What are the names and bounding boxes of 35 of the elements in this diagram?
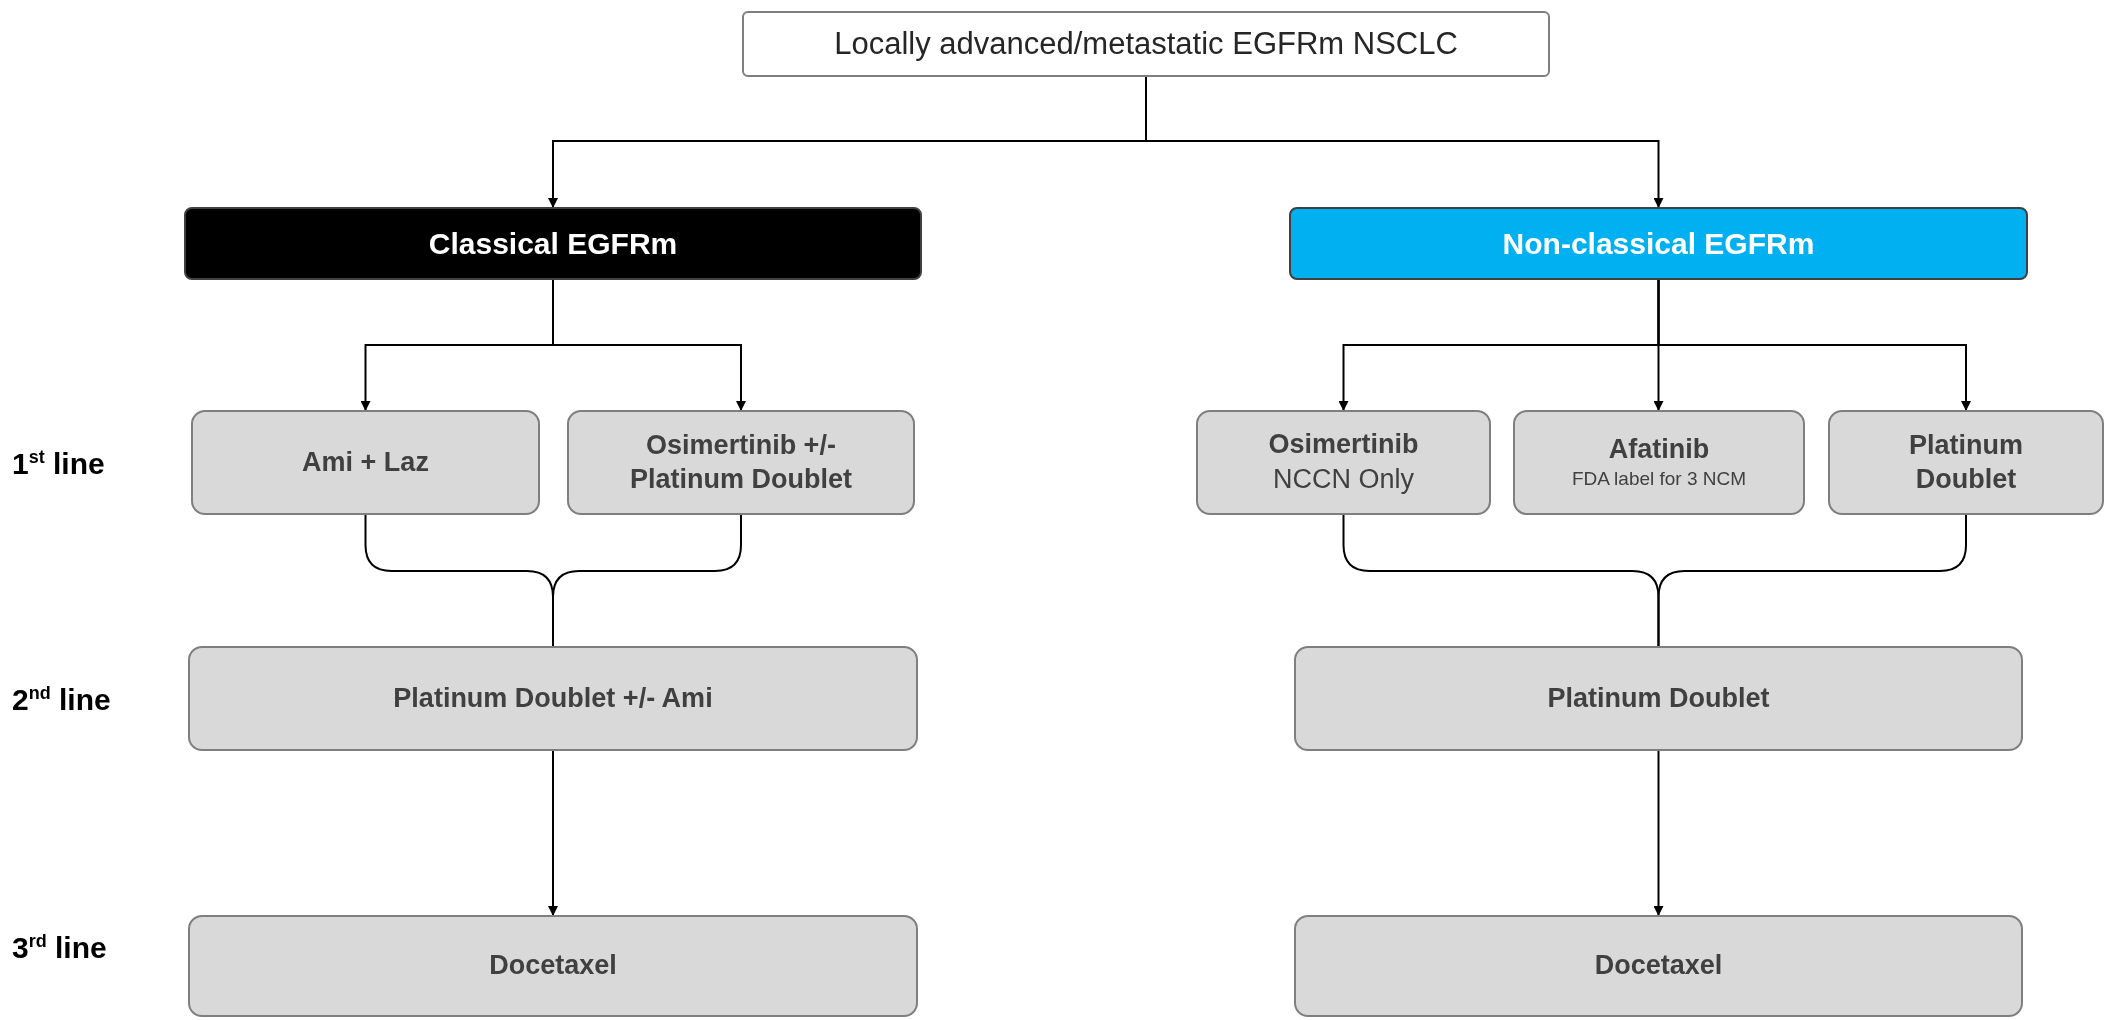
treatment-box <box>1294 646 2023 751</box>
node-text: Platinum Doublet <box>1547 681 1770 715</box>
treatment-box <box>191 410 540 515</box>
node-text: Ami + Laz <box>302 445 429 479</box>
treatment-box <box>188 915 918 1017</box>
node-text: Docetaxel <box>489 949 617 983</box>
node-text: Locally advanced/metastatic EGFRm NSCLC <box>834 24 1458 63</box>
line-of-therapy-label: 2$^{nd}$ line <box>12 683 111 717</box>
node-text: Afatinib <box>1608 433 1710 467</box>
treatment-box <box>1828 410 2104 515</box>
treatment-box <box>567 410 915 515</box>
brace-connector <box>1657 514 1967 647</box>
brace-connector <box>552 514 742 647</box>
arrow <box>1653 750 1664 916</box>
category-box <box>184 207 922 280</box>
arrow <box>552 279 746 411</box>
node-text: Osimertinib +/- Platinum Doublet <box>629 428 853 496</box>
node-text: Non-classical EGFRm <box>1502 225 1815 262</box>
node-subtext: NCCN Only <box>1273 462 1414 496</box>
arrow <box>548 750 558 916</box>
node-text: Osimertinib <box>1268 428 1419 462</box>
treatment-box <box>1294 915 2023 1017</box>
line-of-therapy-label: 3$^{rd}$ line <box>12 931 107 965</box>
title-box <box>742 11 1550 77</box>
treatment-box <box>1196 410 1491 515</box>
node-text: Docetaxel <box>1594 949 1723 983</box>
arrow <box>1657 279 1971 411</box>
treatment-box <box>188 646 918 751</box>
category-box <box>1289 207 2028 280</box>
node-text: Classical EGFRm <box>428 225 678 262</box>
line-of-therapy-label: 1$^{st}$ line <box>12 447 105 481</box>
node-text: Platinum Doublet +/- Ami <box>393 681 713 715</box>
node-text: Platinum Doublet <box>1908 428 2024 496</box>
node-subtext: FDA label for 3 NCM <box>1571 467 1747 492</box>
treatment-box <box>1513 410 1805 515</box>
